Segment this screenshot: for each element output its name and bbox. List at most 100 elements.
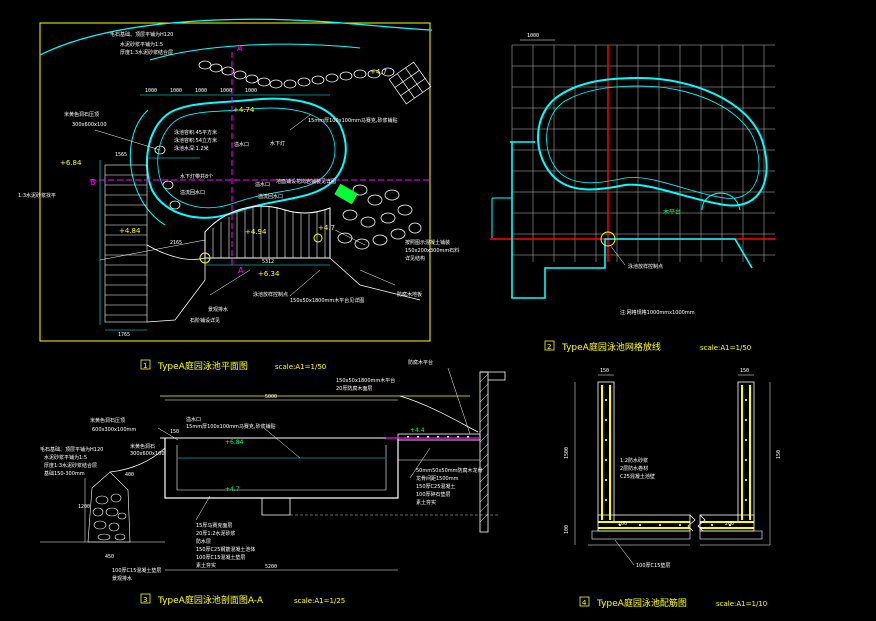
section-mark-b: B: [90, 178, 96, 187]
plan-note: 石阶铺设详见: [190, 317, 220, 324]
plan-note: 150x200x300mm石料: [405, 247, 459, 254]
break-mark: [697, 514, 706, 532]
section-note: 15mm厚100x100mm马赛克,砂浆铺贴: [186, 423, 275, 430]
rebar-wall-right: [699, 381, 770, 546]
section-note: 100厚C15混凝土垫层: [196, 554, 245, 561]
level-tag: +6.84: [225, 439, 244, 446]
grid-pool-inner: [546, 85, 760, 199]
plan-note: 按照图示混凝土铺装: [405, 239, 450, 246]
plan-notes: 毛石基础、顶层平铺为H120 水泥砂浆平铺为1:5 厚度1:3水泥砂浆结合层 米…: [18, 31, 459, 324]
plan-note: 地面铺设花岗岩铺装见详图: [276, 178, 336, 185]
plan-note: 溢流回水口: [180, 189, 205, 196]
dim-label: 400: [125, 472, 134, 478]
section-note: 厚度1:3水泥砂浆结合层: [44, 462, 97, 469]
dim-label: 5000: [265, 394, 277, 400]
section-pool-basin: [164, 438, 399, 499]
section-line-aa: [90, 52, 430, 265]
plan-view: A A B +4.7 +4.74 +4.84 +6.34 +4.94 +6.84…: [18, 18, 459, 372]
rebar-wall-left: [588, 381, 691, 546]
section-base: [397, 440, 480, 461]
rebar-dots: [605, 399, 681, 526]
plan-note: 景观排水: [208, 306, 228, 313]
section-title: 3 TypeA庭园泳池剖面图A-A scale:A1=1/25: [140, 593, 345, 606]
section-note: 防腐木平台: [408, 359, 433, 366]
dim-label: 1200: [78, 504, 90, 510]
dim-label: 150: [600, 368, 609, 374]
dim-label: 1000: [170, 88, 182, 94]
title-number: 3: [143, 596, 147, 604]
section-mark-a-bottom: A: [238, 266, 244, 275]
title-number: 2: [547, 343, 551, 351]
level-tag: +4.4: [410, 427, 425, 434]
section-levels: +6.84 +4.7 +4.4: [225, 427, 425, 493]
rebar-view: 150 150 1500 100 150 200 200 1:2防水砂浆 2层防…: [564, 368, 782, 609]
title-number-box: [544, 340, 555, 351]
dim-label: 1000: [245, 88, 257, 94]
dim-label: 450: [105, 554, 114, 560]
equipment-block: [334, 183, 358, 205]
section-note: 龙骨间距1500mm: [416, 475, 459, 482]
title-number-box: [140, 359, 151, 370]
rebar-dim-labels: 150 150 1500 100 150 200 200: [564, 368, 782, 534]
plan-note: 米黄色洞石压顶: [64, 111, 99, 118]
section-notes: 米黄色洞石压顶 600x300x100mm 毛石基础、顶层平铺为H120 水泥砂…: [40, 359, 483, 582]
grid-spa-circle: [701, 192, 741, 211]
section-note: 米黄色洞石: [130, 443, 155, 450]
level-tag: +4.84: [119, 227, 141, 235]
section-note: 100厚C15混凝土垫层: [112, 567, 161, 574]
plan-dim-labels: 1000 1000 1000 1000 1000 1565 2165 5312 …: [115, 88, 274, 338]
plan-note: 溢流回水口: [258, 193, 283, 200]
section-note: 水泥砂浆平铺为1:5: [44, 454, 87, 461]
dim-label: 150: [740, 368, 749, 374]
plan-note: 150x50x1800mm木平台见详图: [290, 297, 364, 304]
level-tag: +4.7: [225, 486, 240, 493]
plan-note: 300x600x100: [72, 122, 107, 128]
timber-deck: [204, 205, 331, 259]
wall-cap: [480, 371, 506, 381]
plan-note: 水下灯带共8个: [180, 173, 213, 180]
section-note: 150厚C25钢筋混凝土池体: [196, 546, 255, 553]
rebar-dimensions: [574, 374, 771, 545]
grid-control-label: 泳池放样控制点: [628, 263, 663, 270]
section-leaders: [157, 367, 471, 521]
level-tag: +4.74: [233, 106, 255, 114]
dim-label: 1000: [195, 88, 207, 94]
rebar-leader: [614, 539, 635, 566]
rebar-title-text: TypeA庭园泳池配筋图: [596, 597, 687, 609]
section-note: 素土夯实: [416, 499, 436, 506]
base-layer: [699, 530, 763, 540]
section-dimensions: [84, 399, 398, 571]
dim-label: 2165: [170, 240, 182, 246]
dim-label: 100: [564, 525, 570, 534]
grid-title-text: TypeA庭园泳池网格放线: [561, 341, 661, 353]
plan-note: 1:3水泥砂浆找平: [18, 192, 56, 199]
section-note: 150x50x1800mm木平台: [336, 377, 395, 384]
level-tag: +6.84: [60, 159, 82, 167]
section-pool-basin-inner: [176, 445, 387, 491]
plan-frame: [39, 22, 431, 342]
rebar-dots: [711, 399, 747, 526]
rebar-note: 2层防水卷材: [620, 465, 648, 472]
dim-label: 1565: [115, 152, 127, 158]
rebar-notes: 1:2防水砂浆 2层防水卷材 C25混凝土池壁 100厚C15垫层: [620, 457, 670, 569]
level-tag: +4.7: [318, 224, 335, 232]
section-note: 20厚1:2水泥砂浆: [196, 530, 235, 537]
landscape-curve: [149, 43, 361, 61]
title-number-box: [140, 593, 151, 604]
setout-grid: [511, 44, 775, 262]
dim-label: 5312: [262, 259, 274, 265]
section-deck: [397, 433, 481, 441]
retaining-wall: [479, 371, 506, 533]
section-note: 米黄色洞石压顶: [90, 417, 125, 424]
stair-curve: [146, 244, 206, 260]
grid-scale-text: scale:A1=1/50: [700, 344, 751, 352]
plan-leaders: [94, 114, 396, 297]
section-note: 毛石基础、顶层平铺为H120: [40, 446, 103, 453]
section-note: 150厚C25混凝土: [416, 483, 455, 490]
plan-title: 1 TypeA庭园泳池平面图 scale:A1=1/50: [140, 359, 326, 372]
plan-title-text: TypeA庭园泳池平面图: [157, 360, 248, 372]
plan-note: 水泥砂浆平铺为1:5: [120, 41, 163, 48]
grid-leader: [609, 244, 626, 266]
dim-label: 5200: [265, 564, 277, 570]
